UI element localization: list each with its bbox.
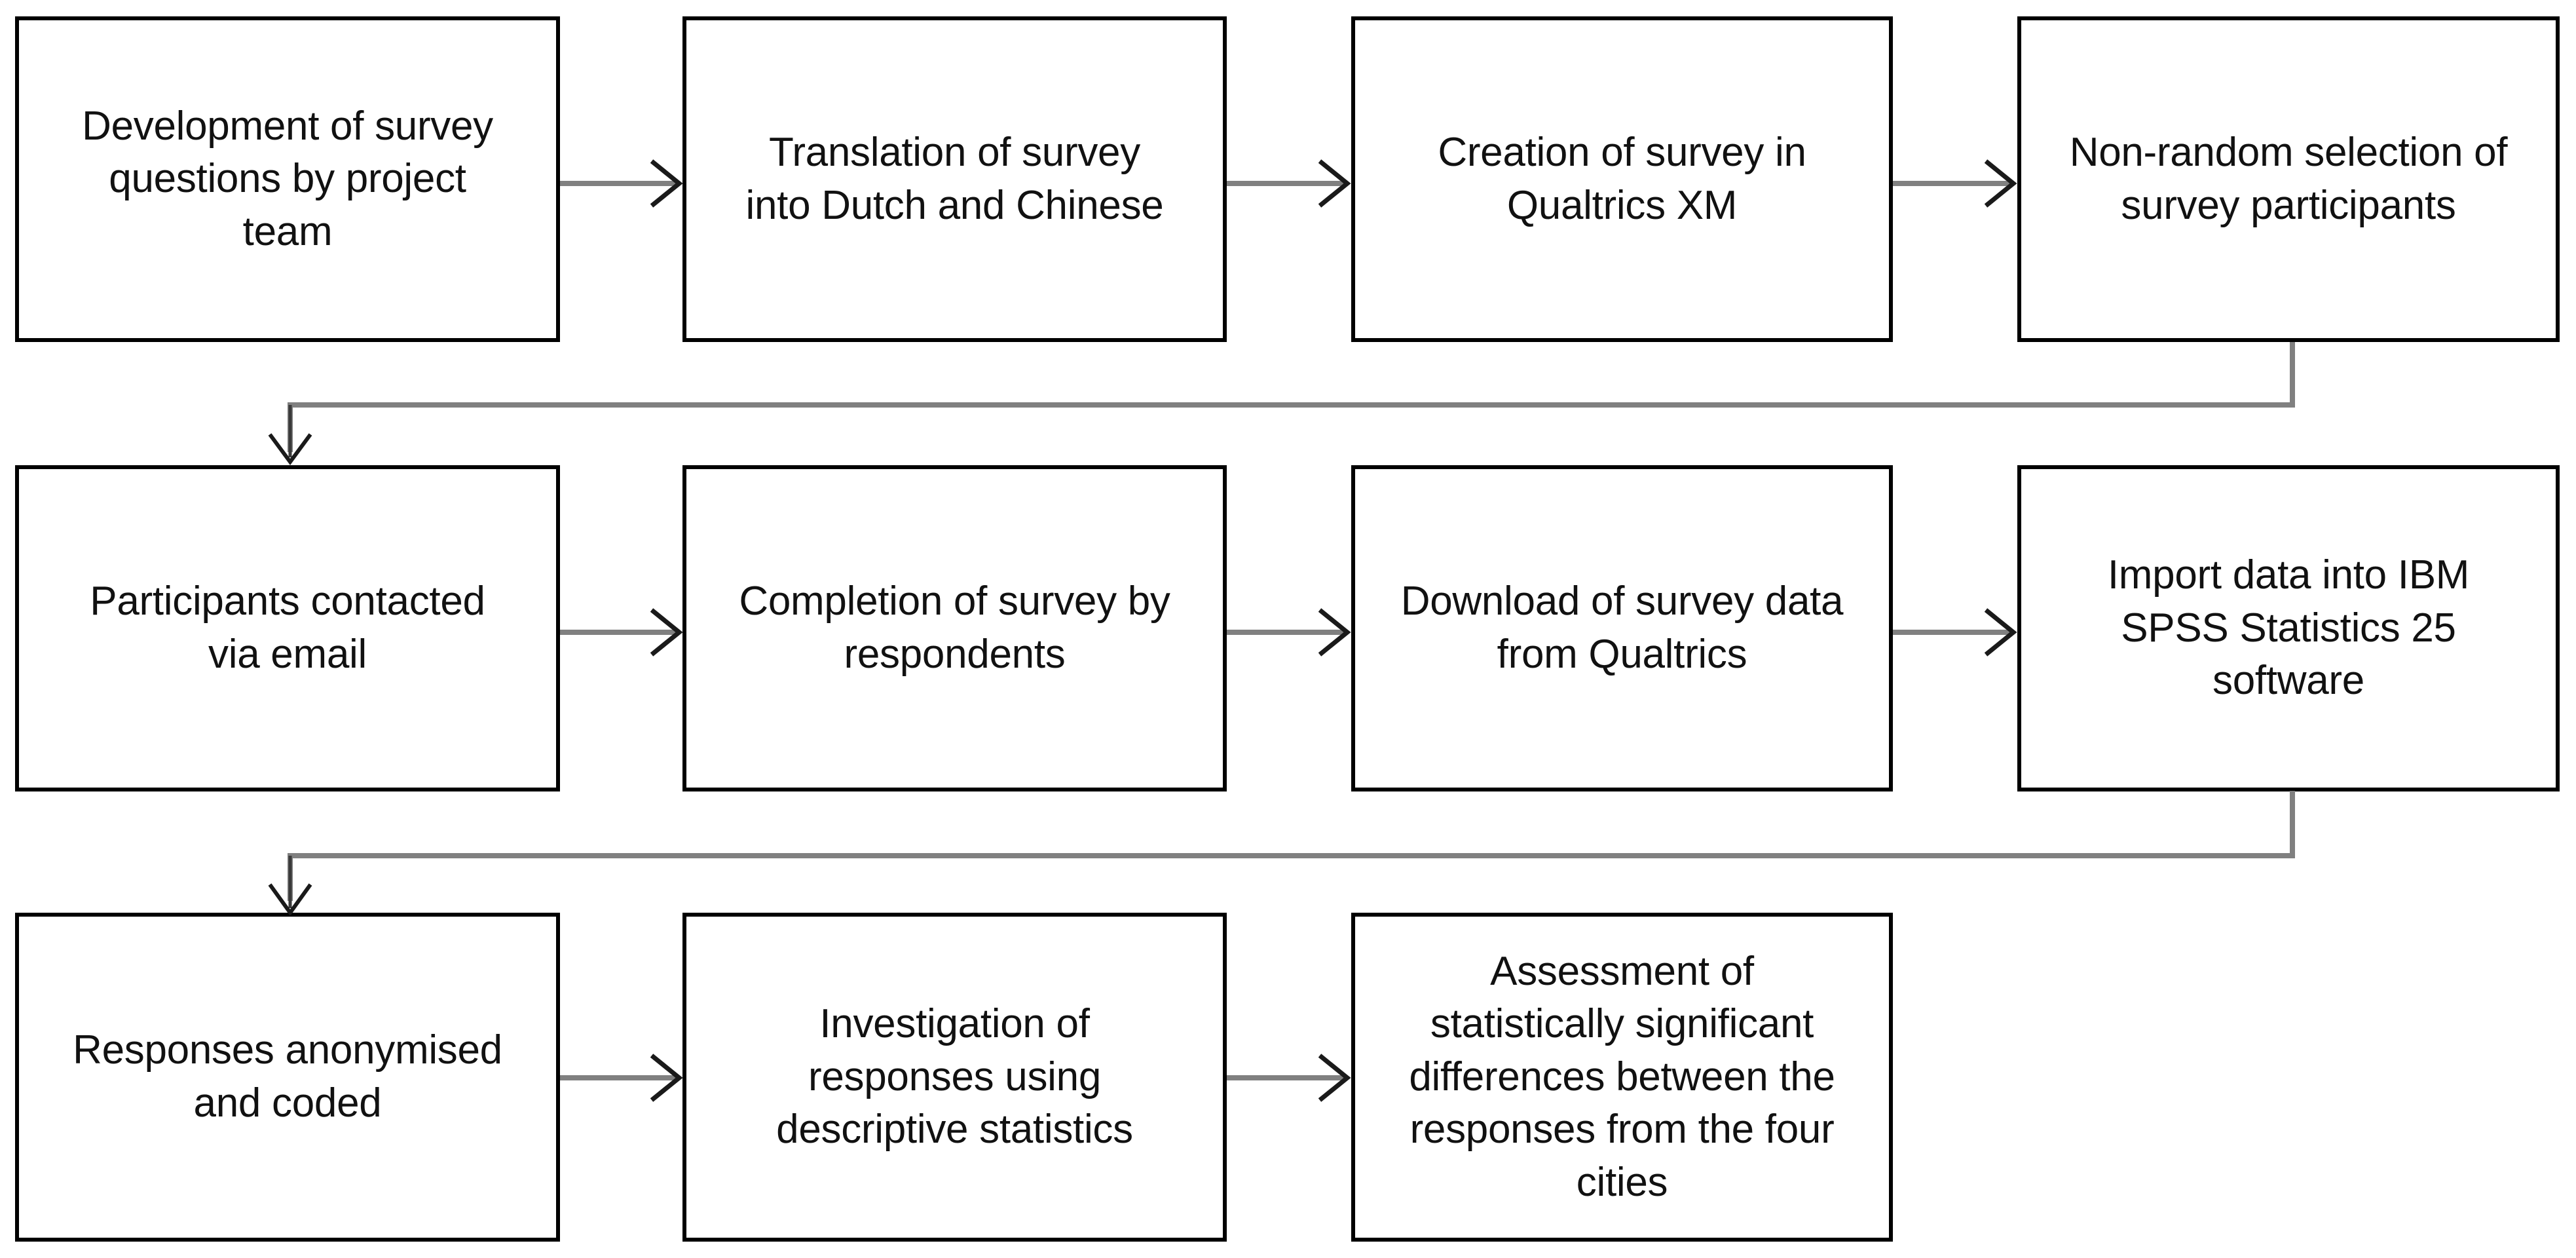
connector-arrow-n10-to-n11 [1227, 1052, 1353, 1104]
flow-node-assessment-of-differences[interactable]: Assessment of statistically significant … [1351, 913, 1893, 1242]
flow-node-import-data-into-spss[interactable]: Import data into IBM SPSS Statistics 25 … [2017, 465, 2560, 791]
connector-wrap-n8-to-n9 [262, 786, 2325, 1048]
flow-node-development-of-survey-questions[interactable]: Development of survey questions by proje… [15, 16, 560, 342]
connector-wrap-n4-to-n5 [262, 337, 2325, 593]
flow-node-label: Completion of survey by respondents [739, 579, 1170, 677]
flow-node-label: Creation of survey in Qualtrics XM [1438, 129, 1806, 228]
flow-node-label: Import data into IBM SPSS Statistics 25 … [2107, 552, 2470, 704]
flow-node-label: Non-random selection of survey participa… [2069, 129, 2508, 228]
flow-node-label: Translation of survey into Dutch and Chi… [745, 129, 1164, 228]
flow-node-download-of-survey-data[interactable]: Download of survey data from Qualtrics [1351, 465, 1893, 791]
connector-arrow-n2-to-n3 [1227, 157, 1353, 210]
connector-arrow-n9-to-n10 [560, 1052, 684, 1104]
connector-arrow-n5-to-n6 [560, 606, 684, 658]
flow-node-responses-anonymised-and-coded[interactable]: Responses anonymised and coded [15, 913, 560, 1242]
flow-node-label: Responses anonymised and coded [73, 1027, 502, 1126]
flow-node-translation-of-survey[interactable]: Translation of survey into Dutch and Chi… [682, 16, 1227, 342]
connector-arrow-n6-to-n7 [1227, 606, 1353, 658]
connector-arrow-n1-to-n2 [560, 157, 684, 210]
flow-node-label: Development of survey questions by proje… [82, 103, 493, 254]
flow-node-label: Investigation of responses using descrip… [776, 1001, 1133, 1153]
flow-node-label: Assessment of statistically significant … [1409, 948, 1835, 1205]
flow-node-completion-of-survey[interactable]: Completion of survey by respondents [682, 465, 1227, 791]
flow-node-label: Download of survey data from Qualtrics [1400, 579, 1844, 677]
flow-node-label: Participants contacted via email [90, 579, 485, 677]
flow-node-creation-of-survey-qualtrics[interactable]: Creation of survey in Qualtrics XM [1351, 16, 1893, 342]
flow-node-participants-contacted-via-email[interactable]: Participants contacted via email [15, 465, 560, 791]
flow-node-non-random-selection[interactable]: Non-random selection of survey participa… [2017, 16, 2560, 342]
flow-node-investigation-of-responses[interactable]: Investigation of responses using descrip… [682, 913, 1227, 1242]
connector-arrow-n7-to-n8 [1893, 606, 2019, 658]
connector-arrow-n3-to-n4 [1893, 157, 2019, 210]
